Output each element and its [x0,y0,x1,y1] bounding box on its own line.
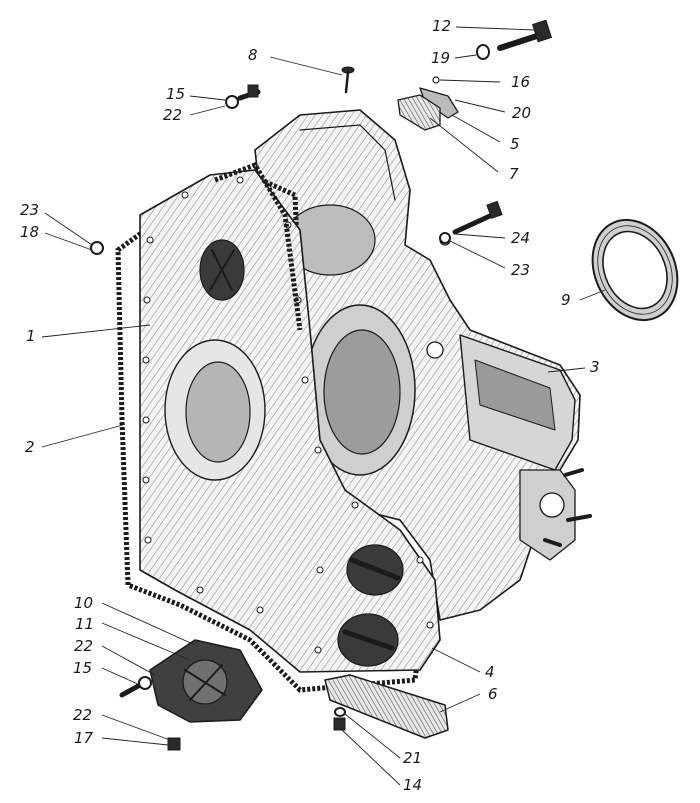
label-16: 16 [511,73,531,91]
label-2: 2 [25,438,35,456]
label-9: 9 [561,291,571,309]
bolt-12 [497,19,553,51]
label-22-bottom: 22 [73,706,93,724]
inspection-cover [149,639,263,723]
washer-19 [476,44,490,60]
label-22-top: 22 [163,106,183,124]
label-3: 3 [590,358,600,376]
label-23-left: 23 [20,201,40,219]
label-14: 14 [403,776,423,794]
label-6: 6 [488,685,498,703]
label-12: 12 [432,17,452,35]
leader-lines [41,26,606,786]
gasket-7 [397,94,441,131]
label-15-bottom: 15 [73,659,93,677]
label-5: 5 [510,135,520,153]
label-17: 17 [74,729,94,747]
bolt-15-top [225,84,261,109]
label-10: 10 [74,594,94,612]
cover-top-gasket [214,161,303,331]
bolt-15-bottom [119,676,152,698]
label-24: 24 [511,229,531,247]
label-21: 21 [403,749,423,767]
label-1: 1 [26,327,36,345]
front-cover-plate [139,169,441,673]
label-18: 18 [20,223,40,241]
plate-6 [324,674,449,739]
label-11: 11 [75,615,95,633]
label-23-right: 23 [511,261,531,279]
label-7: 7 [509,165,519,183]
label-8: 8 [248,46,258,64]
bolt-24 [439,200,503,244]
label-19: 19 [431,49,451,67]
screw-8 [341,66,355,94]
washer-21 [334,707,346,717]
nut-17 [167,737,181,751]
timing-gear-housing [254,109,592,621]
pin-16 [432,76,440,84]
label-4: 4 [485,663,495,681]
label-20: 20 [512,104,532,122]
washer-18 [90,241,104,255]
label-15-top: 15 [166,85,186,103]
label-22-mid: 22 [74,637,94,655]
bolt-14 [333,717,346,731]
oil-seal [591,218,679,322]
